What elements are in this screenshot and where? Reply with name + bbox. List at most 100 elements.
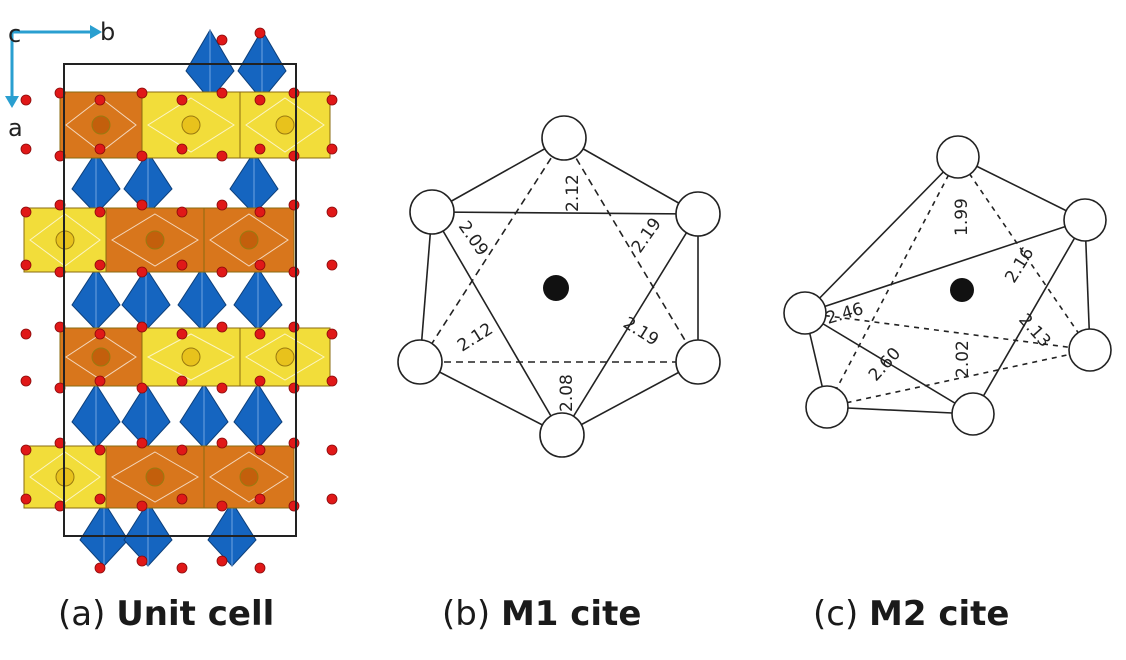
oxygen-atom (326, 493, 338, 505)
oxygen-atom (176, 562, 188, 574)
metal-atom (145, 230, 165, 250)
oxygen-atom (94, 493, 106, 505)
oxygen-atom (216, 34, 228, 46)
oxygen-atom (136, 321, 148, 333)
caption-label: (b) (442, 594, 491, 634)
m2-center-atom (950, 278, 974, 302)
oxygen-atom (288, 87, 300, 99)
oxygen-atom (176, 328, 188, 340)
oxygen-atom (288, 321, 300, 333)
metal-atom (145, 467, 165, 487)
oxygen-atom (326, 143, 338, 155)
oxygen-atom (254, 206, 266, 218)
m1-ligand-top (541, 115, 587, 161)
oxygen-atom (216, 500, 228, 512)
oxygen-atom (136, 87, 148, 99)
m2-ligand-top (936, 135, 980, 179)
oxygen-atom (136, 382, 148, 394)
metal-atom (181, 347, 201, 367)
m1-distance-label: 2.12 (454, 319, 497, 356)
oxygen-atom (94, 94, 106, 106)
oxygen-atom (288, 437, 300, 449)
m2-distance-label: 2.02 (953, 340, 973, 378)
oxygen-atom (288, 150, 300, 162)
oxygen-atom (216, 321, 228, 333)
caption-name: M2 cite (869, 594, 1010, 634)
oxygen-atom (254, 94, 266, 106)
oxygen-atom (326, 259, 338, 271)
octahedron-edge (147, 97, 235, 153)
octahedron-edge (245, 97, 325, 153)
axis-label-a: a (8, 114, 23, 142)
oxygen-atom (326, 206, 338, 218)
m1-distance-label: 2.09 (454, 217, 492, 259)
oxygen-atom (288, 382, 300, 394)
axis-indicator: c b a (5, 18, 115, 142)
m2-distance-label: 2.60 (865, 344, 905, 386)
m1-ligand-upper-left (409, 189, 455, 235)
metal-atom (91, 347, 111, 367)
oxygen-atom (216, 382, 228, 394)
oxygen-atom (216, 199, 228, 211)
oxygen-atom (326, 328, 338, 340)
m1-distance-label: 2.12 (563, 174, 583, 212)
metal-atom (239, 230, 259, 250)
oxygen-atom (216, 87, 228, 99)
oxygen-atom (20, 206, 32, 218)
oxygen-atom (94, 206, 106, 218)
caption-m2-cite: (c) M2 cite (813, 594, 1010, 634)
oxygen-atom (216, 437, 228, 449)
oxygen-atom (94, 143, 106, 155)
metal-atom (91, 115, 111, 135)
axis-label-b: b (100, 18, 115, 46)
oxygen-atom (216, 555, 228, 567)
oxygen-atom (20, 143, 32, 155)
oxygen-atom (176, 375, 188, 387)
octahedron-edge (245, 333, 325, 381)
metal-atom (239, 467, 259, 487)
metal-atom (181, 115, 201, 135)
octahedron-edge (209, 213, 289, 267)
m2-ligand-lower-right (1068, 328, 1112, 372)
oxygen-atom (216, 266, 228, 278)
caption-label: (a) (58, 594, 106, 634)
m1-distance-label: 2.19 (628, 214, 666, 256)
oxygen-atom (254, 562, 266, 574)
oxygen-atom (136, 266, 148, 278)
oxygen-atom (176, 94, 188, 106)
oxygen-atom (136, 199, 148, 211)
m2-ligand-lower-left (805, 385, 849, 429)
m2-distance-label: 2.46 (824, 299, 866, 329)
caption-unit-cell: (a) Unit cell (58, 594, 274, 634)
oxygen-atom (136, 150, 148, 162)
oxygen-atom (136, 437, 148, 449)
oxygen-atom (254, 444, 266, 456)
caption-label: (c) (813, 594, 859, 634)
octahedron-edge (111, 213, 199, 267)
oxygen-atom (20, 259, 32, 271)
oxygen-atom (288, 500, 300, 512)
caption-name: M1 cite (500, 594, 642, 634)
axis-label-c: c (8, 20, 21, 48)
m2-ligand-left (783, 291, 827, 335)
oxygen-atom (254, 259, 266, 271)
oxygen-atom (254, 143, 266, 155)
oxygen-atom (176, 206, 188, 218)
m1-distance-label: 2.19 (619, 313, 662, 350)
m2-ligand-bottom (951, 392, 995, 436)
m1-ligand-bottom (539, 412, 585, 458)
oxygen-atom (136, 500, 148, 512)
oxygen-atom (326, 94, 338, 106)
oxygen-atom (20, 94, 32, 106)
m2-distance-label: 1.99 (952, 198, 972, 236)
oxygen-atom (254, 493, 266, 505)
m1-distance-label: 2.08 (557, 374, 577, 412)
m2-octahedron-panel (783, 135, 1112, 436)
m1-ligand-lower-right (675, 339, 721, 385)
oxygen-atom (326, 375, 338, 387)
oxygen-atom (288, 266, 300, 278)
oxygen-atom (20, 375, 32, 387)
octahedron-edge (146, 333, 236, 381)
m1-octahedron-panel (397, 115, 721, 458)
unit-cell-outline (63, 63, 297, 537)
